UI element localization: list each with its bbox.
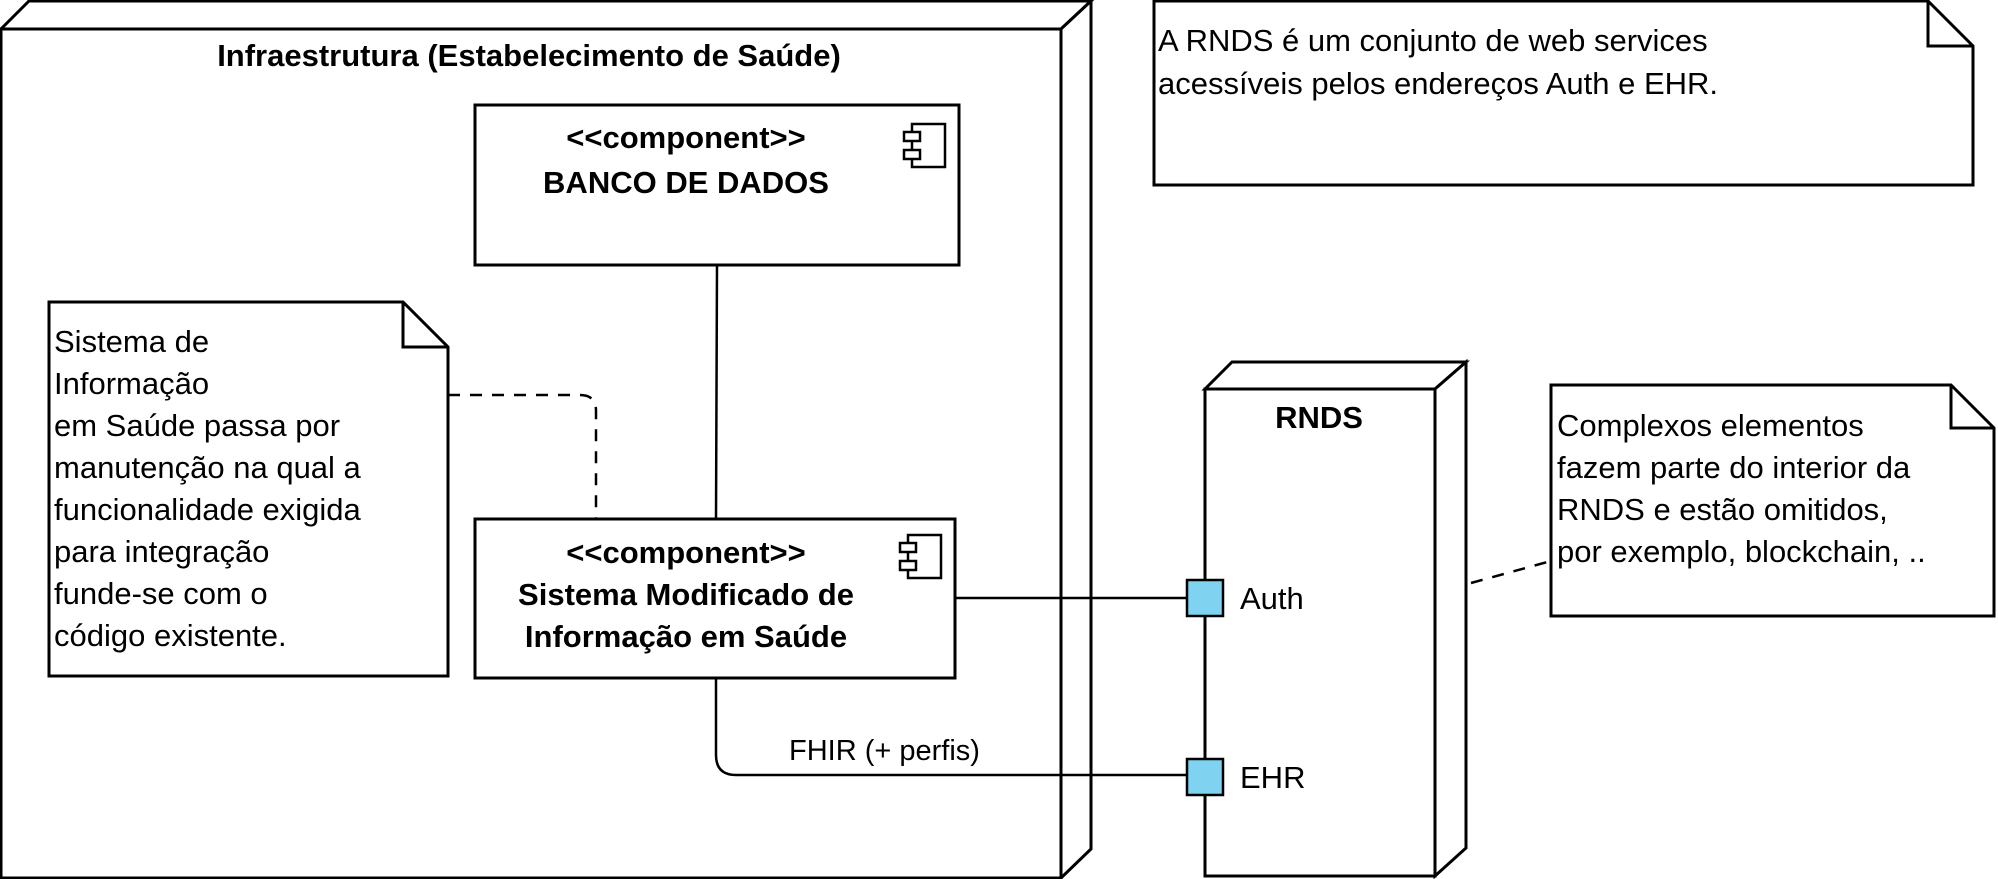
note-left-anchor-edge	[448, 393, 598, 519]
db-to-system-edge	[714, 264, 719, 520]
rnds-node-side	[1433, 358, 1468, 879]
rnds-node-front	[1203, 387, 1437, 878]
port-ehr-label: EHR	[1240, 760, 1305, 795]
note-right-anchor-edge	[1470, 559, 1552, 585]
component-sistema-modificado[interactable]: <<component>> Sistema Modificado de Info…	[473, 517, 957, 680]
port-auth-square	[1185, 578, 1225, 618]
note-right-line: fazem parte do interior da	[1557, 450, 1911, 485]
note-right-line: RNDS e estão omitidos,	[1557, 492, 1888, 527]
note-top-line2: acessíveis pelos endereços Auth e EHR.	[1158, 66, 1718, 101]
component-db-stereotype: <<component>>	[566, 120, 805, 155]
note-left-body	[47, 300, 450, 678]
note-left-line: para integração	[54, 534, 269, 569]
component-sistema-name-line2: Informação em Saúde	[525, 619, 847, 654]
note-left-line: funde-se com o	[54, 576, 268, 611]
infra-node-side	[1059, 0, 1093, 879]
note-left-line: funcionalidade exigida	[54, 492, 362, 527]
note-rnds-elementos[interactable]: Complexos elementos fazem parte do inter…	[1549, 383, 1996, 618]
note-sistema-manutencao[interactable]: Sistema de Informação em Saúde passa por…	[47, 300, 450, 678]
note-top-body	[1152, 0, 1975, 187]
component-sistema-box	[473, 517, 957, 680]
component-icon	[902, 122, 947, 169]
note-right-fold	[1949, 385, 1994, 430]
note-top-fold	[1926, 1, 1973, 48]
port-ehr-square	[1185, 757, 1225, 797]
note-right-line: por exemplo, blockchain, ..	[1557, 534, 1926, 569]
port-ehr[interactable]: EHR	[1185, 757, 1305, 797]
note-left-line: manutenção na qual a	[54, 450, 362, 485]
component-icon	[898, 533, 943, 580]
note-left-fold	[401, 302, 448, 349]
rnds-node-title: RNDS	[1275, 400, 1363, 435]
infra-node-title: Infraestrutura (Estabelecimento de Saúde…	[217, 38, 841, 73]
rnds-node[interactable]: RNDS	[1201, 358, 1471, 879]
infra-node-top	[0, 0, 1095, 31]
port-auth-label: Auth	[1240, 581, 1304, 616]
component-sistema-name-line1: Sistema Modificado de	[518, 577, 854, 612]
note-top-line1: A RNDS é um conjunto de web services	[1158, 23, 1708, 58]
component-sistema-stereotype: <<component>>	[566, 535, 805, 570]
note-right-line: Complexos elementos	[1557, 408, 1864, 443]
component-banco-de-dados[interactable]: <<component>> BANCO DE DADOS	[473, 103, 961, 267]
fhir-edge-label: FHIR (+ perfis)	[789, 735, 980, 767]
port-auth[interactable]: Auth	[1185, 578, 1304, 618]
component-db-box	[473, 103, 961, 267]
system-to-ehr-edge	[714, 679, 1187, 777]
note-left-line: Sistema de	[54, 324, 209, 359]
connectors	[448, 264, 1552, 777]
component-db-name: BANCO DE DADOS	[543, 165, 829, 200]
rnds-node-top	[1201, 360, 1471, 391]
note-left-line: em Saúde passa por	[54, 408, 340, 443]
note-left-line: código existente.	[54, 618, 287, 653]
note-left-line: Informação	[54, 366, 209, 401]
note-right-body	[1549, 383, 1996, 618]
note-rnds-description[interactable]: A RNDS é um conjunto de web services ace…	[1152, 0, 1975, 187]
